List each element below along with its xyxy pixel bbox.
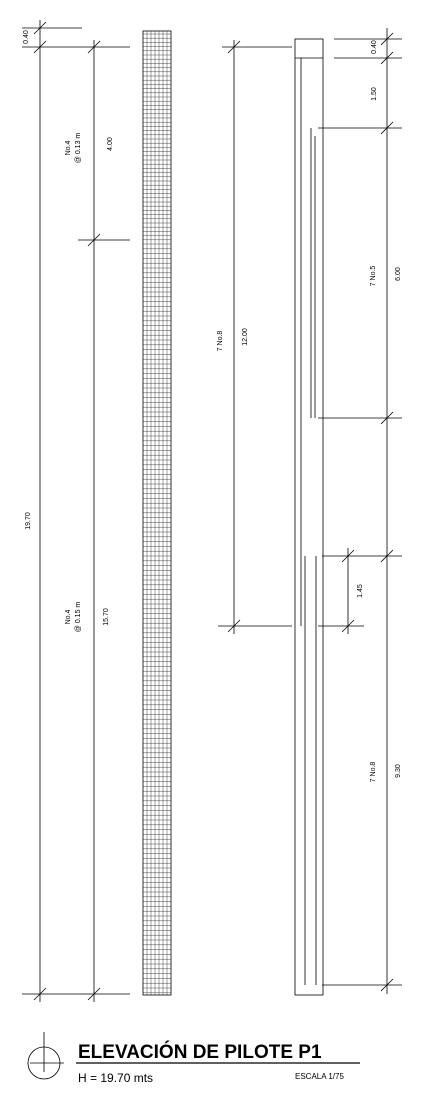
pile-outline [142, 30, 172, 996]
drawing-scale: ESCALA 1/75 [295, 1072, 344, 1081]
tick [380, 51, 394, 65]
stirrup-upper-bar: No.4 [65, 141, 72, 156]
tick [227, 619, 241, 633]
middle-dimension [218, 40, 292, 634]
stirrup-lower-bar: No.4 [65, 610, 72, 625]
pile-outline-right [294, 38, 324, 996]
tick [380, 549, 394, 563]
dim-right-930: 9.30 [395, 764, 402, 778]
dim-right-150: 1.50 [371, 87, 378, 101]
dim-right-145: 1.45 [357, 584, 364, 598]
pile-rebar-elevation [294, 38, 324, 996]
tick [341, 619, 355, 633]
tick [380, 411, 394, 425]
stirrup-lower-spacing: @ 0.15 m [75, 602, 82, 633]
drawing-height: H = 19.70 mts [78, 1071, 153, 1085]
stirrup-mesh [143, 31, 171, 995]
right-dimension-chain [318, 28, 402, 994]
tick [33, 40, 47, 54]
drawing-title: ELEVACIÓN DE PILOTE P1 [78, 1041, 322, 1063]
dim-left-1970: 19.70 [25, 512, 32, 530]
left-dimension-chain [22, 20, 130, 1002]
tick [33, 987, 47, 1001]
middle-dim-1200: 12.00 [242, 328, 249, 346]
dim-right-040: 0.40 [371, 40, 378, 54]
right-bars-lower-label: 7 No.8 [370, 762, 377, 783]
tick [380, 32, 394, 46]
labels: 0.40 4.00 15.70 19.70 No.4 @ 0.13 m No.4… [23, 30, 402, 1085]
tick [33, 21, 47, 35]
tick [87, 987, 101, 1001]
dim-right-600: 6.00 [395, 267, 402, 281]
stirrup-upper-spacing: @ 0.13 m [75, 133, 82, 164]
dim-left-1570: 15.70 [103, 608, 110, 626]
tick [227, 40, 241, 54]
tick [87, 40, 101, 54]
tick [380, 978, 394, 992]
tick [341, 549, 355, 563]
pile-stirrup-elevation [142, 30, 172, 996]
tick [380, 121, 394, 135]
title-block [27, 1032, 360, 1080]
dim-left-040: 0.40 [23, 30, 30, 44]
dim-left-400: 4.00 [107, 137, 114, 151]
middle-bars-label: 7 No.8 [217, 331, 224, 352]
tick [87, 233, 101, 247]
right-bars-upper-label: 7 No.5 [370, 266, 377, 287]
